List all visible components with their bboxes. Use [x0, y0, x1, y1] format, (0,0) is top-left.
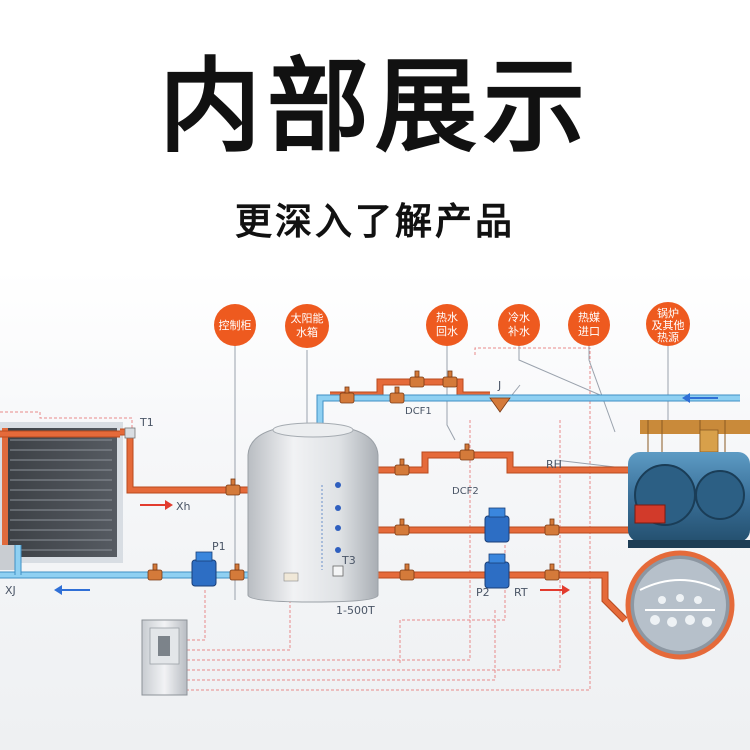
svg-text:水箱: 水箱	[296, 325, 318, 339]
svg-text:锅炉: 锅炉	[657, 307, 679, 320]
svg-text:冷水: 冷水	[508, 311, 530, 324]
page-title: 内部展示	[159, 48, 591, 167]
pump-p2-upper	[484, 507, 510, 543]
label-xj: XJ	[5, 584, 16, 597]
label-t3: T3	[341, 554, 356, 567]
svg-text:进口: 进口	[578, 325, 600, 338]
label-dcf1: DCF1	[405, 406, 432, 417]
svg-text:回水: 回水	[436, 325, 458, 338]
label-xh: Xh	[176, 500, 191, 513]
callout-boiler: 锅炉 及其他 热源	[646, 302, 690, 346]
callout-cold-makeup: 冷水 补水	[498, 304, 540, 346]
callout-control-cabinet: 控制柜	[214, 304, 256, 346]
application-inset	[625, 550, 735, 660]
label-p1: P1	[212, 540, 226, 553]
svg-text:热水: 热水	[436, 311, 458, 324]
svg-text:补水: 补水	[508, 325, 530, 338]
arrow-cold-in	[682, 393, 718, 403]
svg-text:太阳能: 太阳能	[291, 311, 324, 325]
flow-arrows	[54, 393, 718, 595]
boiler	[628, 420, 750, 548]
solar-collector	[0, 422, 123, 570]
label-t1: T1	[139, 416, 154, 429]
svg-text:热媒: 热媒	[578, 311, 600, 324]
control-wiring	[0, 347, 591, 691]
svg-text:及其他: 及其他	[652, 319, 685, 332]
valves	[124, 370, 560, 581]
svg-text:热源: 热源	[657, 330, 679, 344]
solar-water-tank	[247, 422, 379, 603]
label-dcf2: DCF2	[452, 486, 479, 497]
arrow-rt	[540, 585, 570, 595]
arrow-xh	[140, 500, 173, 510]
svg-text:控制柜: 控制柜	[219, 318, 252, 332]
page-subtitle: 更深入了解产品	[235, 200, 515, 243]
arrow-xj	[54, 585, 90, 595]
label-p2: P2	[476, 586, 490, 599]
callout-hot-return: 热水 回水	[426, 304, 468, 346]
label-tank-model: 1-500T	[336, 604, 375, 617]
label-rh: RH	[546, 458, 562, 471]
label-rt: RT	[514, 586, 528, 599]
control-cabinet	[141, 619, 188, 696]
callout-heat-medium-inlet: 热媒 进口	[568, 304, 610, 346]
label-j: J	[497, 379, 501, 392]
pump-p1	[191, 551, 217, 587]
pump-p2	[484, 553, 510, 589]
callout-solar-tank: 太阳能 水箱	[285, 304, 329, 348]
